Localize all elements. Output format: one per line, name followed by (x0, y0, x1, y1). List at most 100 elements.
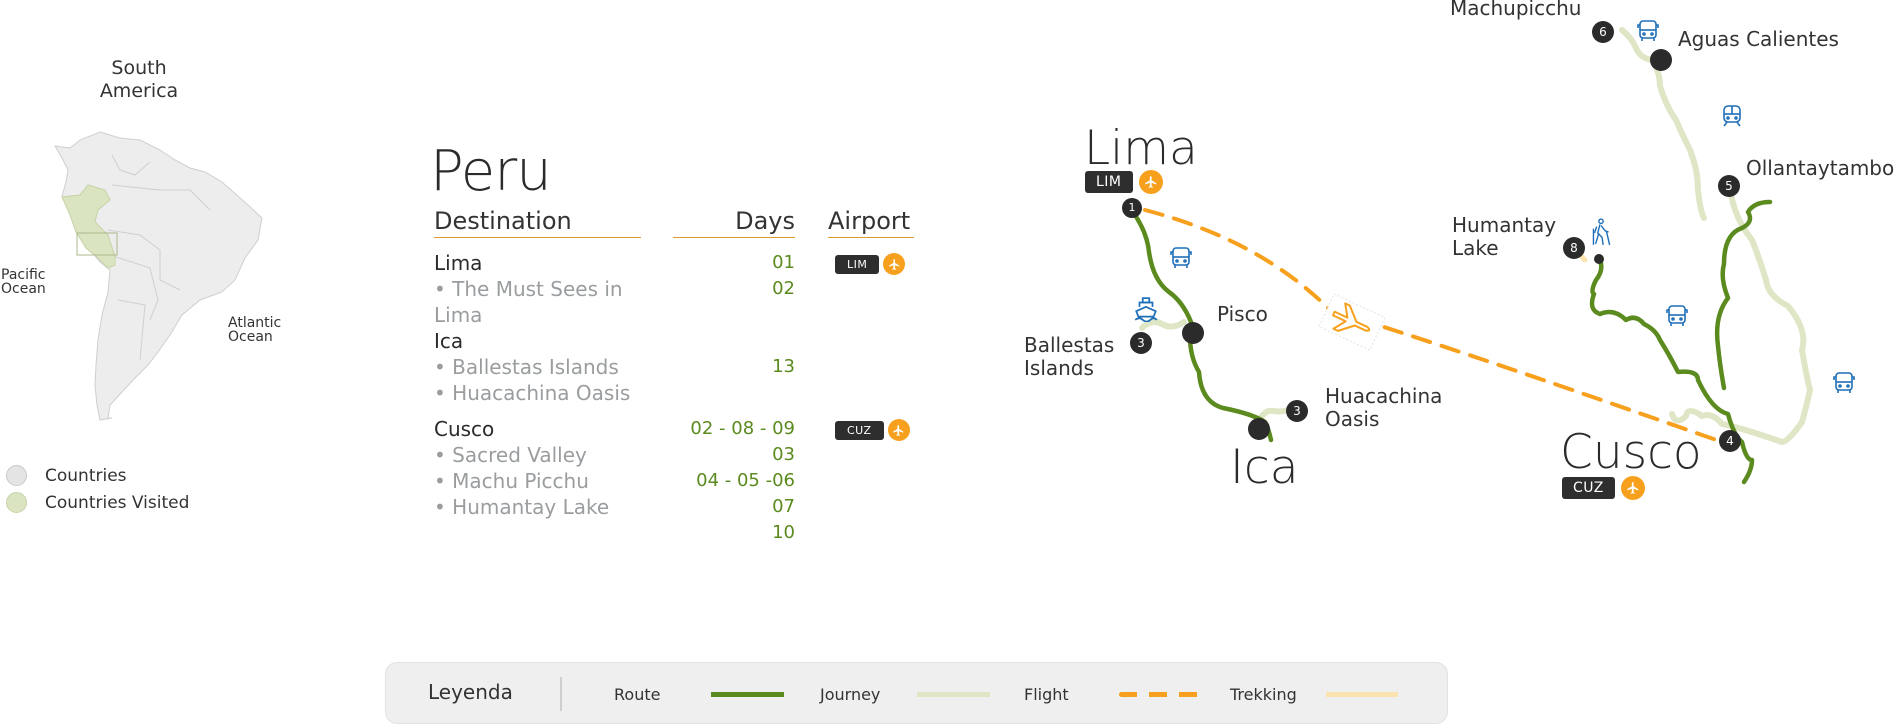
row-days: 13 (772, 356, 795, 377)
airport-plane-icon (1138, 170, 1163, 194)
legend-title: Leyenda (428, 680, 513, 704)
row-destination: Cusco (434, 417, 495, 441)
row-airport-badge[interactable]: CUZ (835, 419, 910, 441)
legend-route-label: Route (614, 685, 661, 704)
hiker-icon (1592, 218, 1611, 246)
boat-icon (1134, 297, 1158, 322)
journey-line-valley (1669, 185, 1813, 445)
south-america-map (54, 131, 263, 421)
place-machupicchu: Machupicchu (1450, 0, 1582, 20)
route-line-urubamba (1714, 199, 1773, 391)
header-airport: Airport (828, 206, 914, 238)
lima-airport-badge[interactable]: LIM (1085, 170, 1163, 194)
stop-machupicchu[interactable]: 6 (1592, 21, 1614, 43)
pacific-ocean-label: Pacific Ocean (1, 268, 46, 296)
row-destination: • Ballestas Islands (434, 355, 619, 379)
city-cusco-label: Cusco (1560, 425, 1702, 480)
row-destination: Lima (434, 251, 483, 275)
legend-countries: Countries (6, 462, 189, 489)
title-line: South (111, 57, 167, 79)
legend-flight-label: Flight (1024, 685, 1069, 704)
row-days: 04 - 05 -06 (696, 470, 795, 491)
table-row: Cusco 02 - 08 - 09 CUZ (430, 416, 950, 442)
place-pisco: Pisco (1217, 302, 1268, 326)
row-days: 02 (772, 278, 795, 299)
row-destination: • Sacred Valley (434, 443, 587, 467)
legend-route-swatch (711, 692, 784, 697)
airport-plane-icon (1620, 476, 1645, 500)
route-lines (1130, 27, 1813, 485)
legend-journey-swatch (917, 692, 990, 697)
title-line: America (99, 80, 179, 102)
route-line-humantay (1589, 257, 1755, 485)
bus-icon (1170, 247, 1192, 268)
overview-map: South America Pacific Ocean Atlantic Oce… (0, 0, 300, 440)
header-destination: Destination (434, 206, 641, 238)
stop-humantay[interactable]: 8 (1563, 237, 1585, 259)
place-humantay: Humantay Lake (1452, 214, 1556, 260)
table-row: • Huacachina Oasis (430, 380, 950, 416)
stop-ballestas[interactable]: 3 (1130, 332, 1152, 354)
row-destination: • Huacachina Oasis (434, 381, 631, 405)
flight-plane-icon (1318, 293, 1386, 351)
stop-ollantaytambo[interactable]: 5 (1718, 175, 1740, 197)
ocean-line: Pacific (1, 267, 46, 283)
legend-trekking-label: Trekking (1230, 685, 1297, 704)
atlantic-ocean-label: Atlantic Ocean (228, 316, 281, 344)
row-destination: Ica (434, 329, 464, 353)
stop-aguas-calientes[interactable] (1650, 49, 1672, 71)
place-line: Huacachina (1325, 384, 1443, 408)
place-line: Humantay (1452, 213, 1557, 237)
route-map: Lima LIM Ica Cusco CUZ Pisco Ballestas I… (1000, 0, 1900, 520)
cusco-airport-badge[interactable]: CUZ (1562, 476, 1645, 500)
overview-legend: Countries Countries Visited (6, 462, 189, 516)
row-days: 03 (772, 444, 795, 465)
train-icon (1723, 105, 1741, 127)
countries-swatch-icon (6, 465, 27, 486)
stop-pisco[interactable] (1182, 322, 1204, 344)
stop-humantay-trailhead[interactable] (1594, 254, 1604, 264)
airport-plane-icon (887, 419, 910, 441)
legend-label: Countries Visited (45, 492, 190, 513)
journey-line-ballestas (1139, 318, 1187, 331)
legend-flight-swatch (1119, 692, 1199, 697)
place-line: Lake (1452, 236, 1499, 260)
table-row: • Humantay Lake 07 (430, 494, 950, 520)
table-row: • Sacred Valley 03 (430, 442, 950, 468)
header-days: Days (673, 206, 795, 238)
ocean-line: Ocean (228, 329, 273, 345)
airport-code: LIM (1085, 171, 1133, 193)
continent-shape (54, 131, 263, 421)
row-airport-badge[interactable]: LIM (835, 253, 906, 275)
place-line: Islands (1024, 356, 1094, 380)
legend-journey-label: Journey (820, 685, 881, 704)
stop-ica[interactable] (1248, 418, 1270, 440)
stop-lima[interactable]: 1 (1122, 198, 1142, 218)
row-destination: • Humantay Lake (434, 495, 610, 519)
row-days: 07 (772, 496, 795, 517)
place-aguas-calientes: Aguas Calientes (1678, 27, 1839, 51)
country-title: Peru (430, 139, 552, 204)
legend-countries-visited: Countries Visited (6, 489, 189, 516)
stop-huacachina[interactable]: 3 (1286, 400, 1308, 422)
table-row: • Ballestas Islands 13 (430, 354, 950, 380)
city-lima-label: Lima (1084, 121, 1198, 176)
airport-code: LIM (835, 254, 880, 274)
table-row: Ica (430, 328, 950, 354)
stop-cusco[interactable]: 4 (1719, 430, 1741, 452)
bus-icon (1637, 20, 1659, 41)
border-lines (107, 154, 211, 361)
airport-plane-icon (883, 253, 906, 275)
row-days: 02 - 08 - 09 (690, 418, 795, 439)
table-row: 10 (430, 520, 950, 546)
table-header: Destination Days Airport (430, 206, 950, 242)
place-huacachina: Huacachina Oasis (1325, 385, 1442, 431)
row-days: 10 (772, 522, 795, 543)
city-ica-label: Ica (1230, 440, 1299, 495)
place-line: Ballestas (1024, 333, 1115, 357)
ocean-line: Atlantic (228, 315, 282, 331)
